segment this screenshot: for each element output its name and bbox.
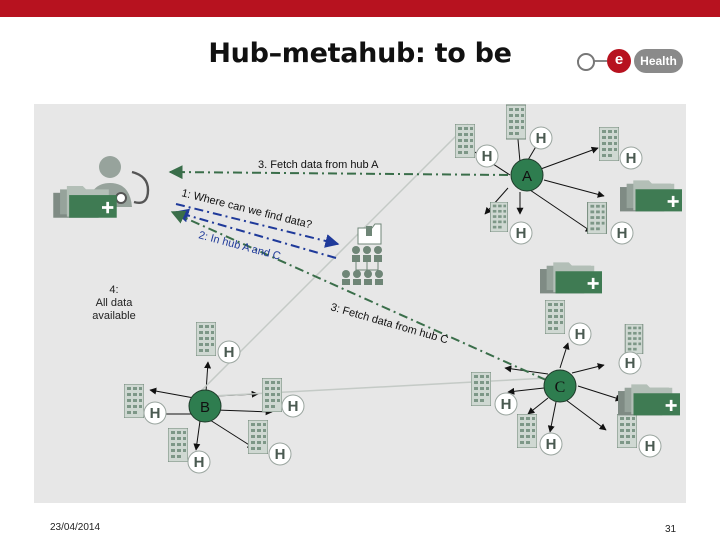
building-icon	[248, 420, 268, 454]
label-in-hub-a-and-c: 2: In hub A and C	[197, 229, 282, 262]
hospital-badges: H H H H H H H H H H H H H H H	[143, 126, 662, 474]
hospital-h-badge-icon	[529, 126, 553, 150]
step4-line-3: available	[92, 310, 136, 322]
step4-number: 4:	[109, 284, 119, 296]
hub-c: C	[543, 369, 577, 403]
step4-note: 4: All data available	[64, 284, 164, 323]
hospital-h-letter: H	[626, 150, 637, 167]
hospital-h-badge-icon	[509, 221, 533, 245]
hospital-h-badge-icon	[281, 394, 305, 418]
building-icon	[599, 127, 619, 161]
hospital-h-badge-icon	[638, 434, 662, 458]
hospital-h-badge-icon	[143, 401, 167, 425]
footer-page-number: 31	[665, 524, 677, 535]
arrow-fetch-hub-a	[168, 165, 509, 180]
top-brand-bar	[0, 0, 720, 17]
footer-date: 23/04/2014	[50, 522, 101, 533]
records-folder-icon	[618, 384, 680, 417]
records-folder-icon	[620, 180, 682, 213]
hub-b-label: B	[200, 399, 210, 416]
hospital-h-letter: H	[536, 130, 547, 147]
building-icon	[617, 414, 637, 448]
logo-e-badge: e	[607, 49, 631, 73]
hospital-h-letter: H	[645, 438, 656, 455]
building-icon	[517, 414, 537, 448]
logo-ring-icon	[577, 53, 595, 71]
label-fetch-hub-c: 3: Fetch data from hub C	[329, 301, 449, 346]
patient-records-folder-icon	[52, 186, 118, 220]
hospital-h-badge-icon	[568, 322, 592, 346]
hospital-h-letter: H	[224, 344, 235, 361]
hospital-h-badge-icon	[618, 351, 642, 375]
building-icon	[506, 104, 526, 140]
arrow-query-metahub	[175, 203, 340, 248]
hospital-h-badge-icon	[610, 221, 634, 245]
building-icon	[624, 324, 644, 354]
hospital-h-letter: H	[150, 405, 161, 422]
hospital-h-badge-icon	[539, 432, 563, 456]
building-icon	[490, 202, 508, 232]
hospital-h-letter: H	[501, 396, 512, 413]
hospital-h-badge-icon	[494, 392, 518, 416]
building-icon	[124, 384, 144, 418]
metahub-icon	[342, 223, 383, 285]
building-icon	[471, 372, 491, 406]
hub-b: B	[188, 389, 222, 423]
building-icon	[455, 124, 475, 158]
hospital-h-letter: H	[625, 355, 636, 372]
arrow-answer-metahub	[174, 208, 337, 259]
building-icon	[196, 322, 216, 356]
hospital-h-letter: H	[194, 454, 205, 471]
hub-c-label: C	[555, 379, 566, 396]
hospital-h-letter: H	[516, 225, 527, 242]
hospital-h-letter: H	[617, 225, 628, 242]
label-fetch-hub-a: 3. Fetch data from hub A	[258, 159, 379, 171]
records-folder-icon	[540, 262, 602, 295]
hospital-h-letter: H	[288, 398, 299, 415]
hospital-h-badge-icon	[475, 144, 499, 168]
hospital-h-badge-icon	[217, 340, 241, 364]
arrow-fetch-hub-c	[170, 210, 547, 381]
hub-c-connections	[504, 342, 623, 433]
diagram-panel	[34, 104, 686, 503]
hospital-h-badge-icon	[187, 450, 211, 474]
logo-health-badge: Health	[634, 49, 683, 73]
hospital-h-letter: H	[482, 148, 493, 165]
hospital-h-letter: H	[575, 326, 586, 343]
hospital-h-badge-icon	[268, 442, 292, 466]
step4-line-2: All data	[95, 297, 133, 309]
building-icon	[262, 378, 282, 412]
hospital-h-badge-icon	[619, 146, 643, 170]
building-icon	[545, 300, 565, 334]
ehealth-logo: e Health	[577, 47, 683, 75]
slide-title: Hub–metahub: to be	[208, 38, 512, 69]
building-icon	[168, 428, 188, 462]
hub-a-label: A	[522, 168, 532, 185]
hospital-h-letter: H	[275, 446, 286, 463]
building-icon	[587, 202, 607, 234]
hospital-h-letter: H	[546, 436, 557, 453]
hub-a: A	[510, 158, 544, 192]
